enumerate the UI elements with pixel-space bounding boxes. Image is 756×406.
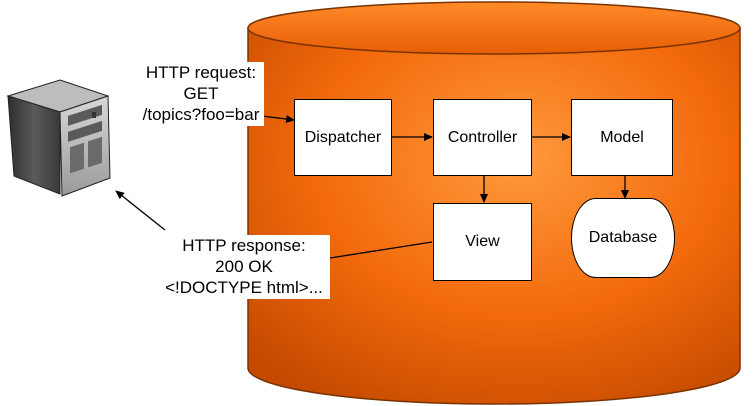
controller-box: Controller (433, 99, 532, 176)
database-label: Database (588, 229, 658, 246)
model-box: Model (571, 99, 673, 176)
request-line-1: HTTP request: (145, 63, 257, 82)
response-arrow (115, 190, 166, 231)
response-line-1: HTTP response: (182, 236, 306, 255)
dispatcher-box: Dispatcher (294, 99, 392, 176)
controller-label: Controller (447, 128, 518, 146)
view-box: View (433, 203, 532, 281)
view-to-response-line (329, 241, 433, 259)
request-line-3: /topics?foo=bar (142, 105, 260, 124)
http-request-label: HTTP request: GET /topics?foo=bar (138, 62, 264, 126)
http-response-label: HTTP response: 200 OK <!DOCTYPE html>... (158, 235, 330, 299)
response-line-2: 200 OK (215, 257, 273, 276)
database-box: Database (571, 198, 675, 278)
view-label: View (465, 233, 500, 250)
connectors (115, 115, 629, 259)
response-line-3: <!DOCTYPE html>... (165, 278, 323, 297)
request-line-2: GET (183, 84, 219, 103)
model-label: Model (600, 128, 644, 146)
dispatcher-label: Dispatcher (304, 128, 382, 146)
request-arrow (261, 115, 295, 123)
server-tower-icon (6, 79, 111, 197)
